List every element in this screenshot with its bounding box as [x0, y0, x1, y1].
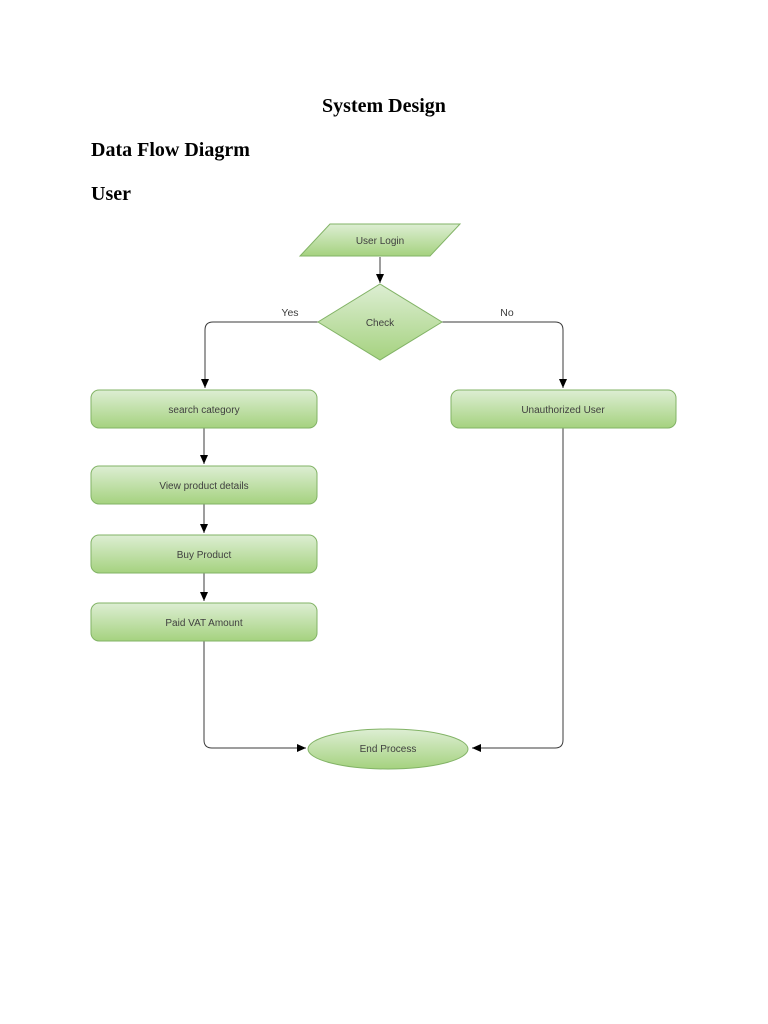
- heading-user: User: [91, 183, 131, 205]
- page-title: System Design: [322, 95, 446, 117]
- node-buy-product: Buy Product: [90, 534, 318, 574]
- node-check-label: Check: [366, 318, 395, 329]
- decision-diamond-shape: [317, 283, 443, 361]
- process-rect-shape: [90, 602, 318, 642]
- process-rect-shape: [90, 534, 318, 574]
- node-buy-product-label: Buy Product: [177, 550, 232, 561]
- node-search-category: search category: [90, 389, 318, 429]
- parallelogram-shape: [298, 223, 462, 257]
- node-user-login: User Login: [298, 223, 462, 257]
- node-end-process-label: End Process: [360, 744, 417, 755]
- node-end-process: End Process: [307, 728, 469, 770]
- process-rect-shape: [90, 389, 318, 429]
- process-rect-shape: [90, 465, 318, 505]
- connector-check-yes-to-search-category: [201, 321, 318, 388]
- heading-data-flow-diagram: Data Flow Diagrm: [91, 139, 250, 161]
- node-paid-vat-amount-label: Paid VAT Amount: [165, 618, 242, 629]
- node-paid-vat-amount: Paid VAT Amount: [90, 602, 318, 642]
- connector-paid-vat-to-end: [203, 641, 306, 752]
- edge-label-no: No: [500, 307, 514, 319]
- terminator-ellipse-shape: [307, 728, 469, 770]
- node-search-category-label: search category: [168, 405, 239, 416]
- node-unauthorized-user-label: Unauthorized User: [521, 405, 605, 416]
- flowchart-diagram: Yes No User Login Check search category …: [90, 223, 677, 770]
- node-user-login-label: User Login: [356, 236, 404, 247]
- connector-unauthorized-to-end: [472, 428, 564, 752]
- edge-label-yes: Yes: [281, 307, 298, 319]
- process-rect-shape: [450, 389, 677, 429]
- node-unauthorized-user: Unauthorized User: [450, 389, 677, 429]
- node-view-product-details: View product details: [90, 465, 318, 505]
- node-check: Check: [317, 283, 443, 361]
- node-view-product-details-label: View product details: [159, 481, 248, 492]
- connector-check-no-to-unauthorized-user: [442, 321, 567, 388]
